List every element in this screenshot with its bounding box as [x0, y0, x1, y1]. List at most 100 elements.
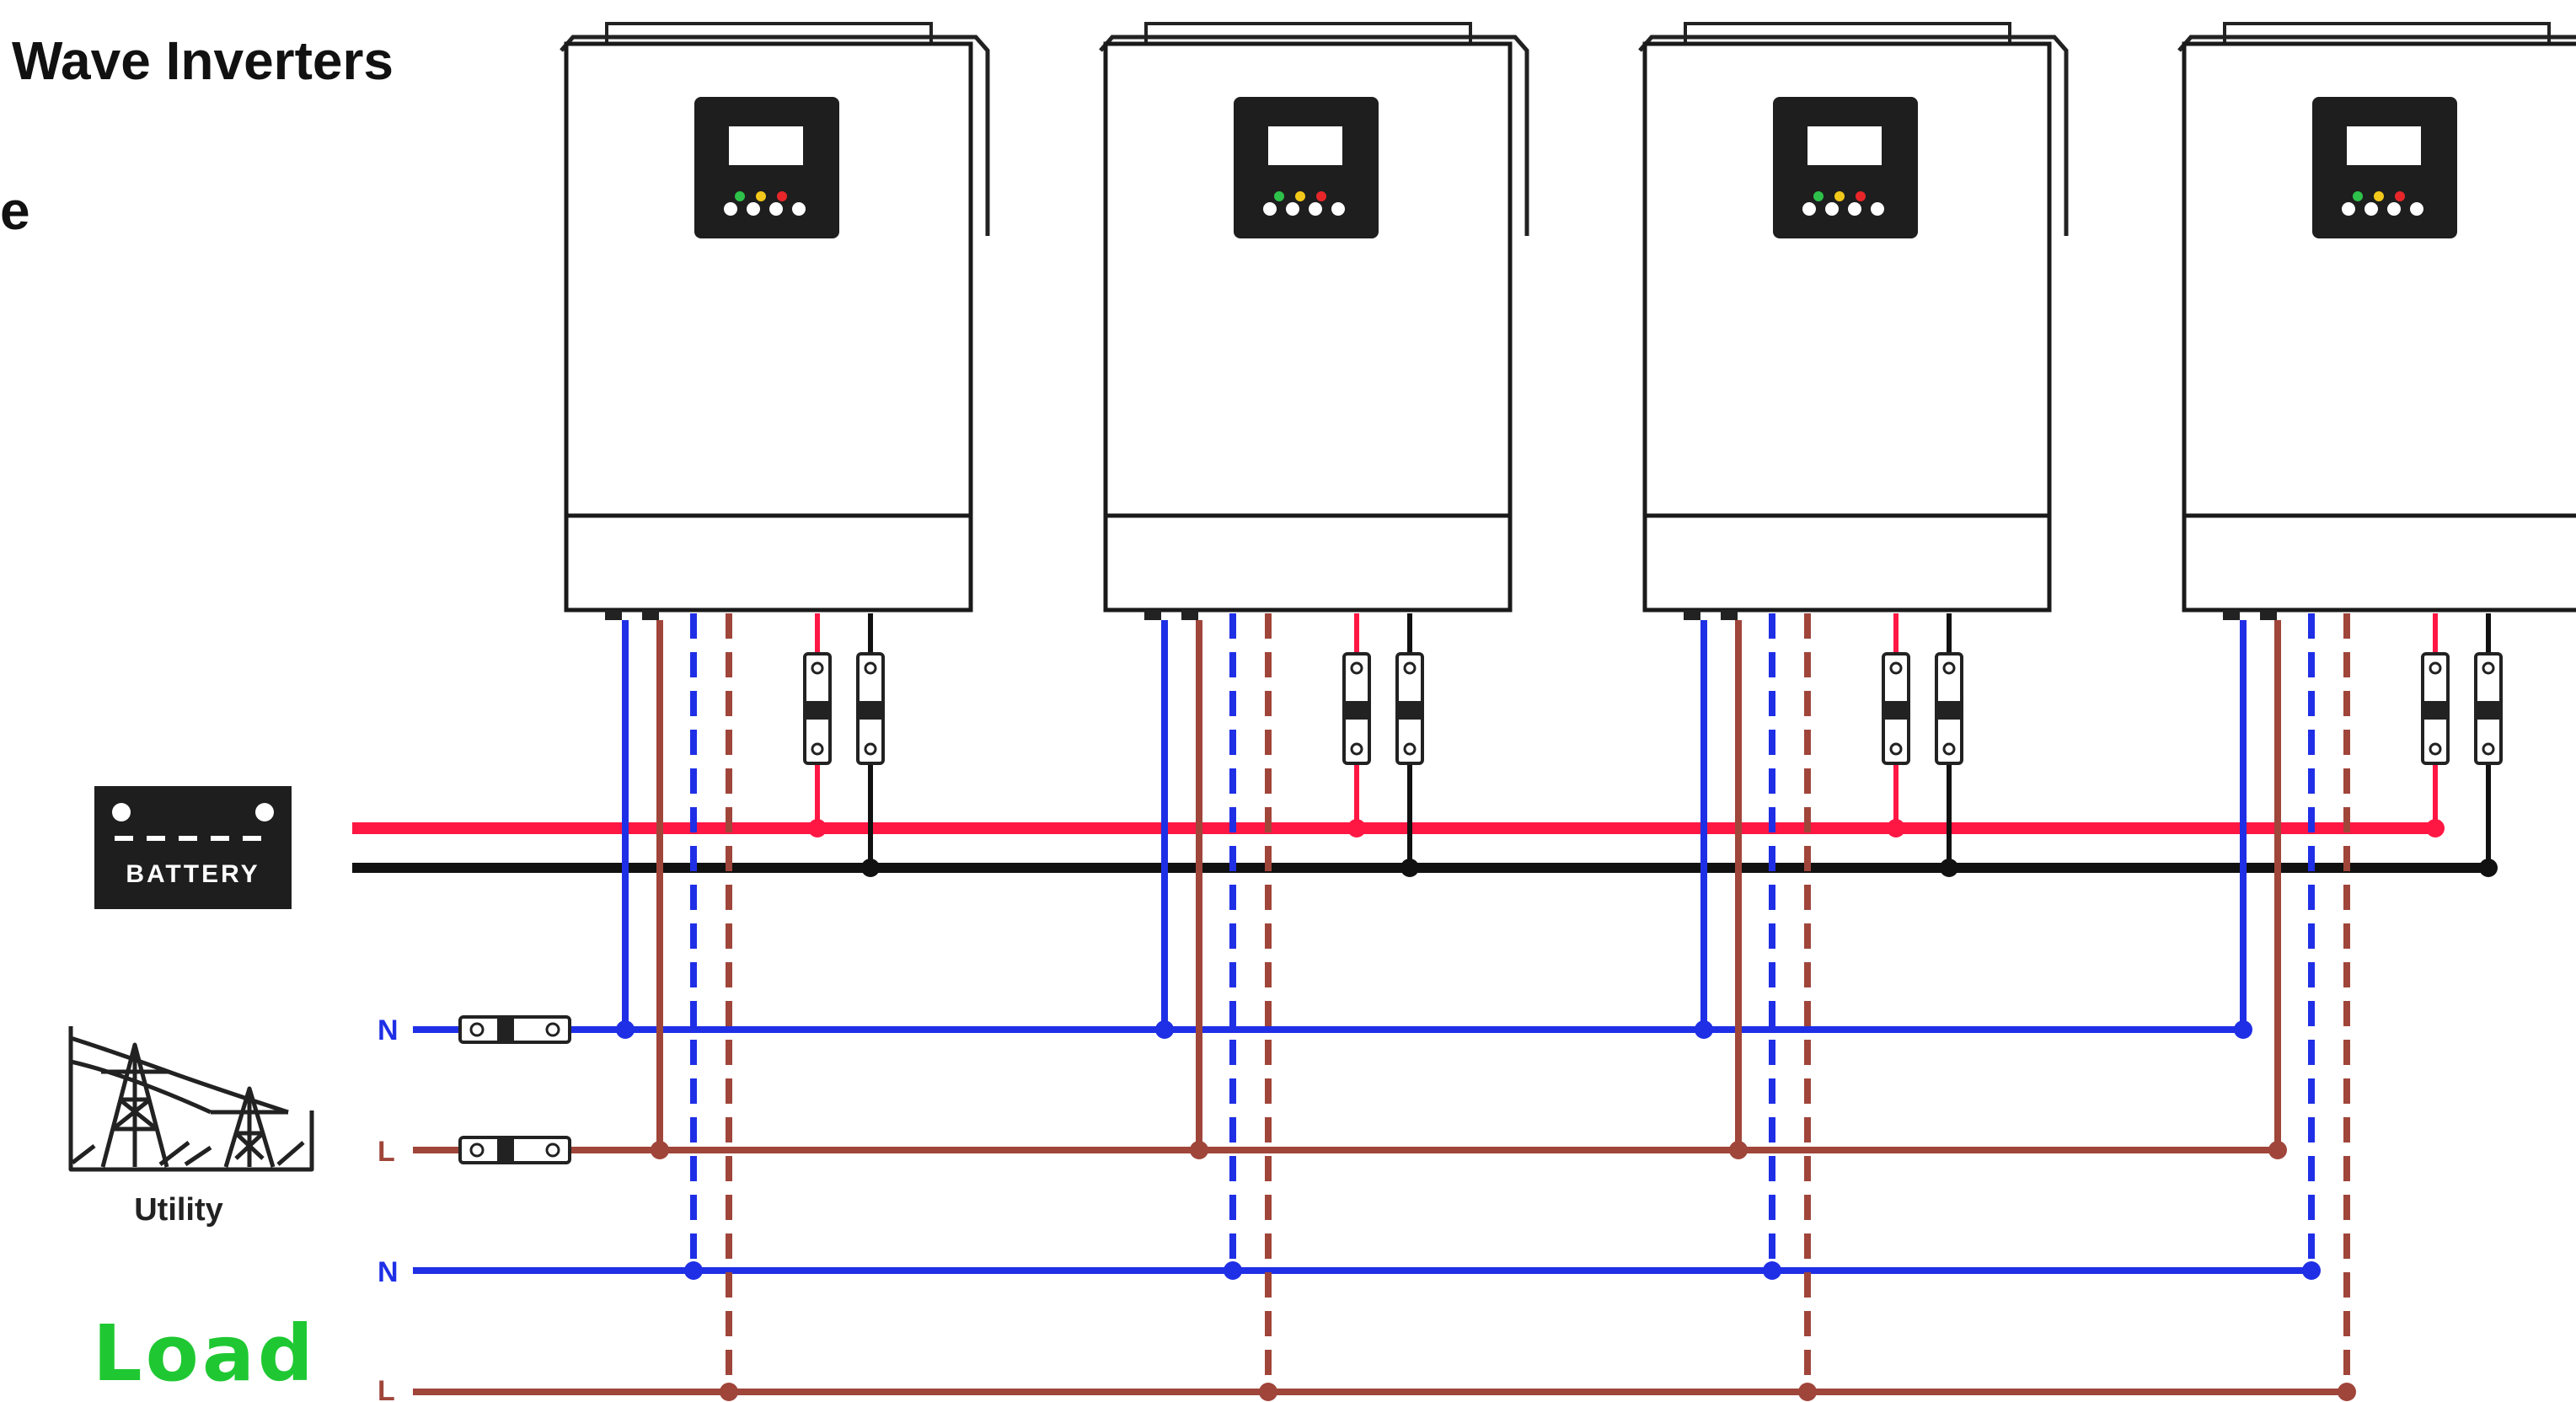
utility-line-label: L: [378, 1136, 395, 1168]
inverter-terminal-1: [2223, 610, 2240, 620]
inverter-terminal-2: [1181, 610, 1198, 620]
dc-breaker-positive: [2421, 652, 2450, 765]
inverter-button-3: [1848, 202, 1861, 216]
utility-neutral-breaker: [458, 1015, 571, 1044]
dc-breaker-negative: [1935, 652, 1963, 765]
inverter-2: [1099, 22, 1529, 620]
inverter-terminal-1: [1684, 610, 1700, 620]
junction-dot: [1729, 1141, 1748, 1159]
inverter-button-2: [1286, 202, 1299, 216]
inverter-button-1: [1802, 202, 1816, 216]
junction-dot: [2338, 1383, 2356, 1401]
tower-large: [100, 1042, 169, 1168]
inverter-top-bracket: [605, 22, 933, 45]
inverter-button-4: [1871, 202, 1884, 216]
utility-box-outline: [68, 1026, 314, 1172]
inverter-4: [2177, 22, 2576, 620]
junction-dot: [1887, 819, 1905, 837]
load-label: Load: [93, 1308, 317, 1399]
inverter-lcd-screen: [1268, 126, 1342, 165]
junction-dot: [1259, 1383, 1277, 1401]
inverter-lcd-screen: [1807, 126, 1882, 165]
junction-dot: [808, 819, 827, 837]
junction-dot: [1190, 1141, 1208, 1159]
junction-dot: [1940, 859, 1958, 877]
utility-label: Utility: [134, 1192, 223, 1228]
inverter-led-3: [1316, 191, 1326, 201]
inverter-2-wires: [1155, 613, 1424, 1401]
diagram-title-line2: e: [0, 180, 30, 241]
junction-dot: [1224, 1261, 1242, 1280]
load-neutral-label: N: [378, 1256, 399, 1288]
inverter-units: [560, 22, 2576, 620]
inverter-top-bracket: [2223, 22, 2551, 45]
inverter-led-3: [1856, 191, 1866, 201]
inverter-1-wires: [616, 613, 885, 1401]
inverter-display-panel: [1773, 97, 1918, 238]
utility-neutral-label: N: [378, 1014, 399, 1046]
inverter-3: [1638, 22, 2069, 620]
battery-terminal-positive: [112, 803, 131, 821]
power-lines: [70, 1035, 289, 1115]
junction-dot: [720, 1383, 738, 1401]
inverter-button-2: [2364, 202, 2378, 216]
inverter-led-2: [756, 191, 766, 201]
dc-breaker-negative: [856, 652, 885, 765]
inverter-terminal-1: [605, 610, 622, 620]
junction-dot: [1763, 1261, 1781, 1280]
dc-breaker-positive: [803, 652, 832, 765]
inverter-display-panel: [2312, 97, 2457, 238]
junction-dot: [1695, 1020, 1713, 1039]
junction-dot: [1347, 819, 1366, 837]
load-line-label: L: [378, 1375, 395, 1402]
inverter-led-2: [1834, 191, 1845, 201]
junction-dot: [2479, 859, 2498, 877]
inverter-button-1: [1263, 202, 1277, 216]
inverter-led-1: [735, 191, 745, 201]
junction-dot: [651, 1141, 669, 1159]
junction-dot: [2426, 819, 2445, 837]
inverter-terminal-1: [1144, 610, 1161, 620]
battery: BATTERY: [94, 786, 292, 909]
inverter-top-bracket: [1144, 22, 1472, 45]
dc-breaker-negative: [2474, 652, 2503, 765]
inverter-top-bracket: [1684, 22, 2011, 45]
inverter-display-panel: [694, 97, 839, 238]
inverter-button-1: [2342, 202, 2355, 216]
inverter-back-frame: [1638, 35, 2069, 236]
junction-dot: [616, 1020, 635, 1039]
diagram-title-line1: Wave Inverters: [12, 30, 394, 91]
inverter-button-2: [1825, 202, 1839, 216]
junction-dot: [684, 1261, 703, 1280]
inverter-led-1: [1813, 191, 1824, 201]
dc-breaker-negative: [1395, 652, 1424, 765]
junction-dot: [1798, 1383, 1817, 1401]
utility-line-breaker: [458, 1136, 571, 1164]
inverter-led-3: [2395, 191, 2405, 201]
inverter-back-frame: [2177, 35, 2576, 52]
inverter-button-3: [1309, 202, 1322, 216]
junction-dot: [1400, 859, 1419, 877]
inverter-back-frame: [560, 35, 990, 236]
inverter-button-1: [724, 202, 737, 216]
inverter-lcd-screen: [729, 126, 803, 165]
inverter-button-4: [1331, 202, 1345, 216]
junction-dot: [1155, 1020, 1174, 1039]
inverter-terminal-2: [1721, 610, 1738, 620]
junction-dot: [2234, 1020, 2252, 1039]
battery-terminal-negative: [255, 803, 274, 821]
wiring: [352, 613, 2503, 1401]
inverter-4-wires: [2234, 613, 2503, 1401]
utility-tower-icon: [68, 1026, 314, 1172]
inverter-led-3: [777, 191, 787, 201]
dc-breaker-positive: [1882, 652, 1910, 765]
junction-dot: [2302, 1261, 2321, 1280]
inverter-led-1: [2353, 191, 2363, 201]
inverter-1: [560, 22, 990, 620]
junction-dot: [2268, 1141, 2287, 1159]
inverter-led-1: [1274, 191, 1284, 201]
ground-hatching: [71, 1141, 305, 1167]
inverter-button-2: [747, 202, 760, 216]
inverter-3-wires: [1695, 613, 1963, 1401]
